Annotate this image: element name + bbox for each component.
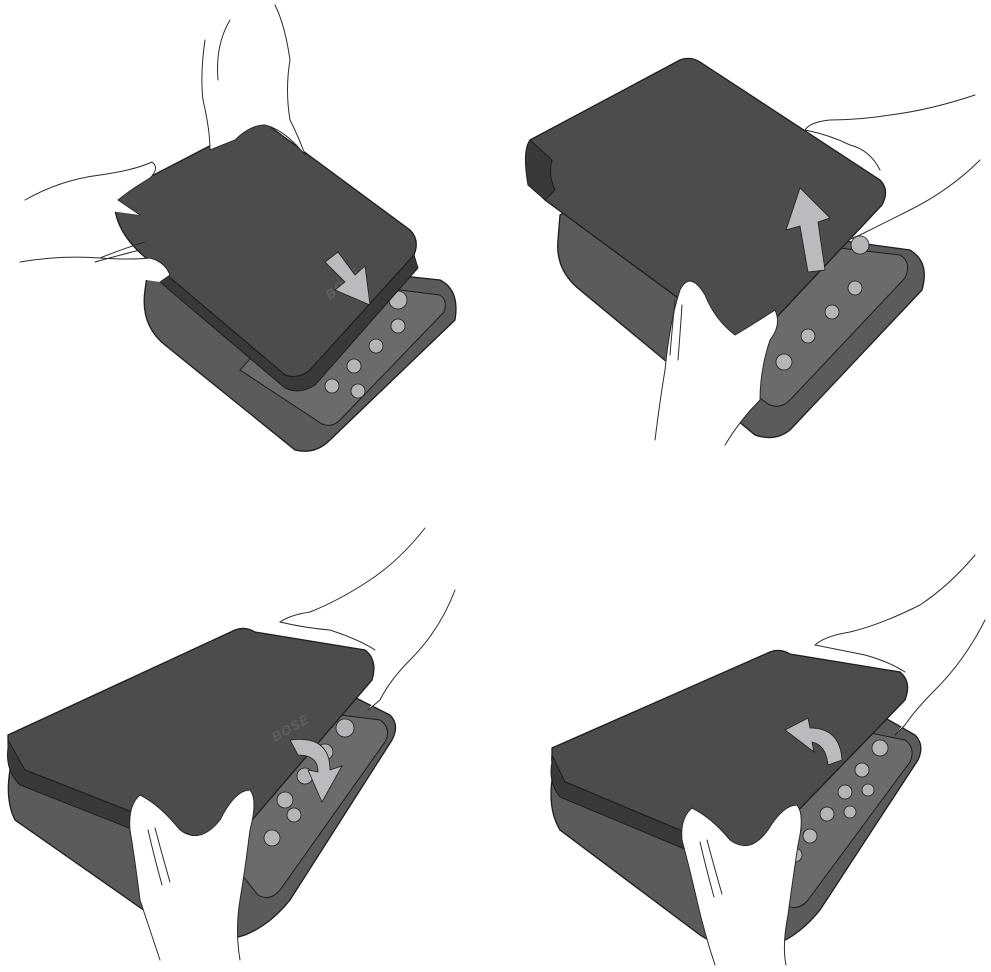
panel-place-cover: BOSE [20,5,456,451]
panel-fold-cover-down: BOSE [8,528,456,960]
panel-lift-cover [525,58,980,445]
panel-fold-cover-up [551,555,985,965]
